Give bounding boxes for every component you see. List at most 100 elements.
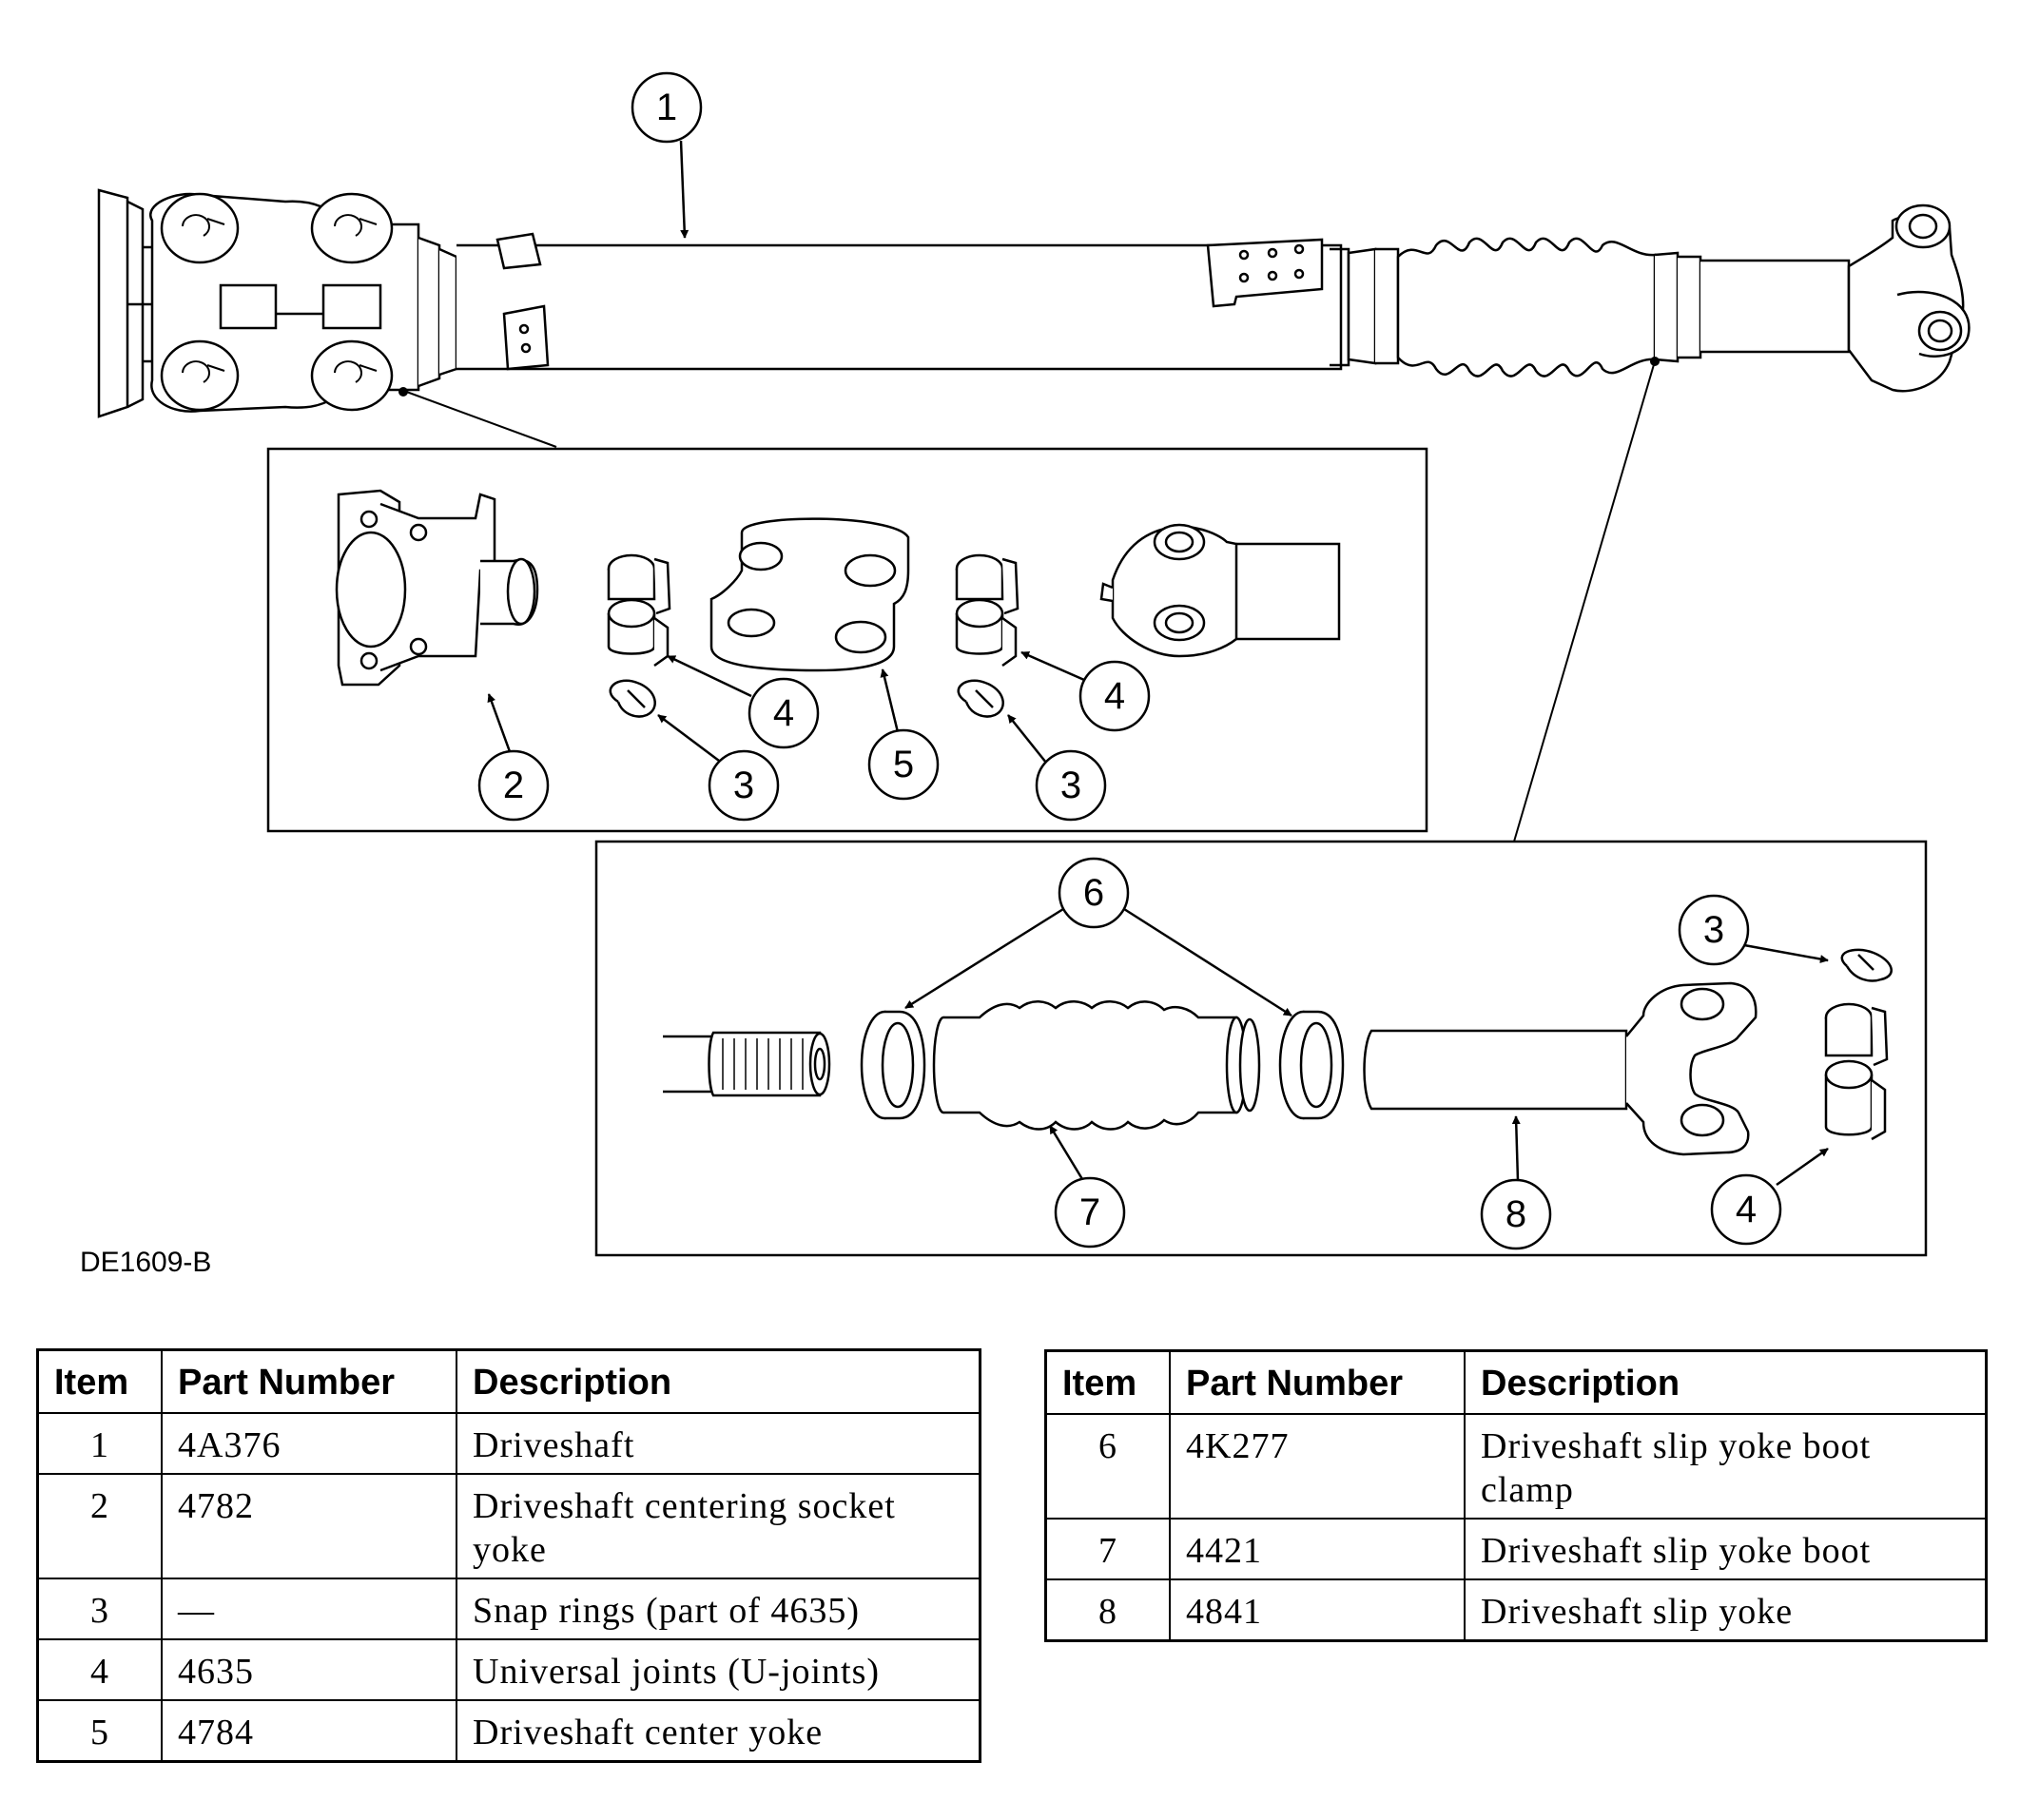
- shaft-end-yoke: [1099, 523, 1341, 658]
- callout-3b-label: 3: [1060, 765, 1081, 806]
- callout-3c-label: 3: [1703, 909, 1724, 951]
- callout-7-circle: [1054, 1176, 1126, 1249]
- driveshaft-tube: [456, 232, 1350, 371]
- header-part-number: Part Number: [1169, 1349, 1466, 1415]
- cell-item: 4: [36, 1638, 163, 1701]
- cell-description: Driveshaft slip yoke boot: [1464, 1518, 1988, 1580]
- callout-1-label: 1: [656, 87, 677, 128]
- center-yoke: [709, 517, 910, 672]
- cell-description: Driveshaft slip yoke boot clamp: [1464, 1413, 1988, 1520]
- detail-front-parts: [335, 489, 1341, 718]
- cell-description: Driveshaft: [456, 1412, 981, 1475]
- table-row: 7 4421 Driveshaft slip yoke boot: [1044, 1518, 1988, 1580]
- detail-rear-parts: [663, 948, 1893, 1156]
- boot-clamp-1: [860, 1010, 926, 1120]
- assembled-driveshaft: [97, 188, 1971, 418]
- table-row: 1 4A376 Driveshaft: [36, 1412, 981, 1475]
- cell-item: 6: [1044, 1413, 1171, 1520]
- callout-3a-arrow: [657, 714, 720, 762]
- callout-5-label: 5: [893, 744, 914, 785]
- table-header-row: Item Part Number Description: [36, 1348, 981, 1414]
- table-row: 2 4782 Driveshaft centering socket yoke: [36, 1473, 981, 1579]
- cell-item: 3: [36, 1578, 163, 1640]
- callout-4a-label: 4: [773, 692, 794, 734]
- slip-yoke-boot: [932, 1000, 1261, 1131]
- callout-2-label: 2: [503, 765, 524, 806]
- callout-1-circle: [631, 71, 703, 144]
- snap-ring-2: [957, 679, 1004, 718]
- snap-ring-3: [1840, 948, 1893, 982]
- leader-dot-rear: [1650, 357, 1660, 366]
- cell-description: Driveshaft slip yoke: [1464, 1578, 1988, 1642]
- splined-stub-shaft: [663, 1031, 831, 1097]
- cell-description: Driveshaft centering socket yoke: [456, 1473, 981, 1579]
- callout-4a-circle: [748, 677, 820, 749]
- exploded-driveshaft-diagram: 1: [80, 71, 1971, 1278]
- callout-3c-circle: [1678, 894, 1750, 966]
- callout-5-arrow: [880, 668, 900, 733]
- centering-socket-yoke: [335, 489, 539, 687]
- cell-item: 7: [1044, 1518, 1171, 1580]
- callout-6-circle: [1058, 857, 1130, 929]
- callout-4b-circle: [1078, 660, 1151, 732]
- callout-7-label: 7: [1079, 1191, 1100, 1233]
- callout-4a-arrow: [667, 654, 752, 698]
- callout-8-arrow: [1511, 1115, 1521, 1182]
- cell-part-number: —: [161, 1578, 457, 1640]
- header-description: Description: [1464, 1349, 1988, 1415]
- table-row: 8 4841 Driveshaft slip yoke: [1044, 1578, 1988, 1642]
- callout-6-arrow-left: [904, 907, 1064, 1010]
- table-row: 5 4784 Driveshaft center yoke: [36, 1699, 981, 1763]
- parts-table-left: Item Part Number Description 1 4A376 Dri…: [36, 1348, 981, 1763]
- callout-8-circle: [1480, 1178, 1552, 1250]
- callout-7-arrow: [1048, 1125, 1084, 1180]
- cell-part-number: 4635: [161, 1638, 457, 1701]
- figure-id: DE1609-B: [80, 1247, 211, 1278]
- callout-8-label: 8: [1505, 1193, 1526, 1235]
- cell-part-number: 4841: [1169, 1578, 1466, 1642]
- callout-6-arrow-right: [1123, 907, 1292, 1017]
- callout-4b-label: 4: [1104, 675, 1125, 717]
- parts-table-right: Item Part Number Description 6 4K277 Dri…: [1044, 1349, 1988, 1642]
- callout-4c-circle: [1710, 1173, 1782, 1246]
- callout-1-arrow: [679, 140, 690, 239]
- slip-yoke-boot-assembly: [1347, 237, 1851, 378]
- callout-4b-arrow: [1020, 650, 1085, 682]
- cell-item: 5: [36, 1699, 163, 1763]
- leader-line-front: [400, 389, 557, 448]
- header-description: Description: [456, 1348, 981, 1414]
- snap-ring-1: [609, 679, 656, 718]
- leader-dot-front: [398, 387, 408, 397]
- header-part-number: Part Number: [161, 1348, 457, 1414]
- callout-3b-arrow: [1007, 714, 1047, 764]
- double-cardan-joint: [149, 192, 458, 413]
- callout-4c-arrow: [1776, 1147, 1829, 1187]
- header-item: Item: [36, 1348, 163, 1414]
- cell-part-number: 4421: [1169, 1518, 1466, 1580]
- u-joint-2: [955, 553, 1020, 668]
- callout-5-circle: [867, 728, 940, 801]
- cell-item: 2: [36, 1473, 163, 1579]
- table-row: 6 4K277 Driveshaft slip yoke boot clamp: [1044, 1413, 1988, 1520]
- cell-item: 8: [1044, 1578, 1171, 1642]
- callout-2-arrow: [487, 693, 514, 758]
- slip-yoke: [1363, 981, 1758, 1156]
- callout-3a-label: 3: [733, 765, 754, 806]
- rear-yoke: [1847, 203, 1971, 393]
- callout-3a-circle: [708, 749, 780, 822]
- callout-2-circle: [477, 749, 550, 822]
- boot-clamp-2: [1278, 1010, 1345, 1120]
- cell-description: Driveshaft center yoke: [456, 1699, 981, 1763]
- callout-6-label: 6: [1083, 872, 1104, 914]
- u-joint-3: [1824, 1002, 1889, 1141]
- cell-description: Snap rings (part of 4635): [456, 1578, 981, 1640]
- cell-part-number: 4784: [161, 1699, 457, 1763]
- table-row: 4 4635 Universal joints (U-joints): [36, 1638, 981, 1701]
- header-item: Item: [1044, 1349, 1171, 1415]
- u-joint-1: [607, 553, 671, 668]
- cell-part-number: 4A376: [161, 1412, 457, 1475]
- callout-3c-arrow: [1743, 943, 1829, 963]
- cell-part-number: 4782: [161, 1473, 457, 1579]
- leader-line-rear: [1513, 360, 1656, 842]
